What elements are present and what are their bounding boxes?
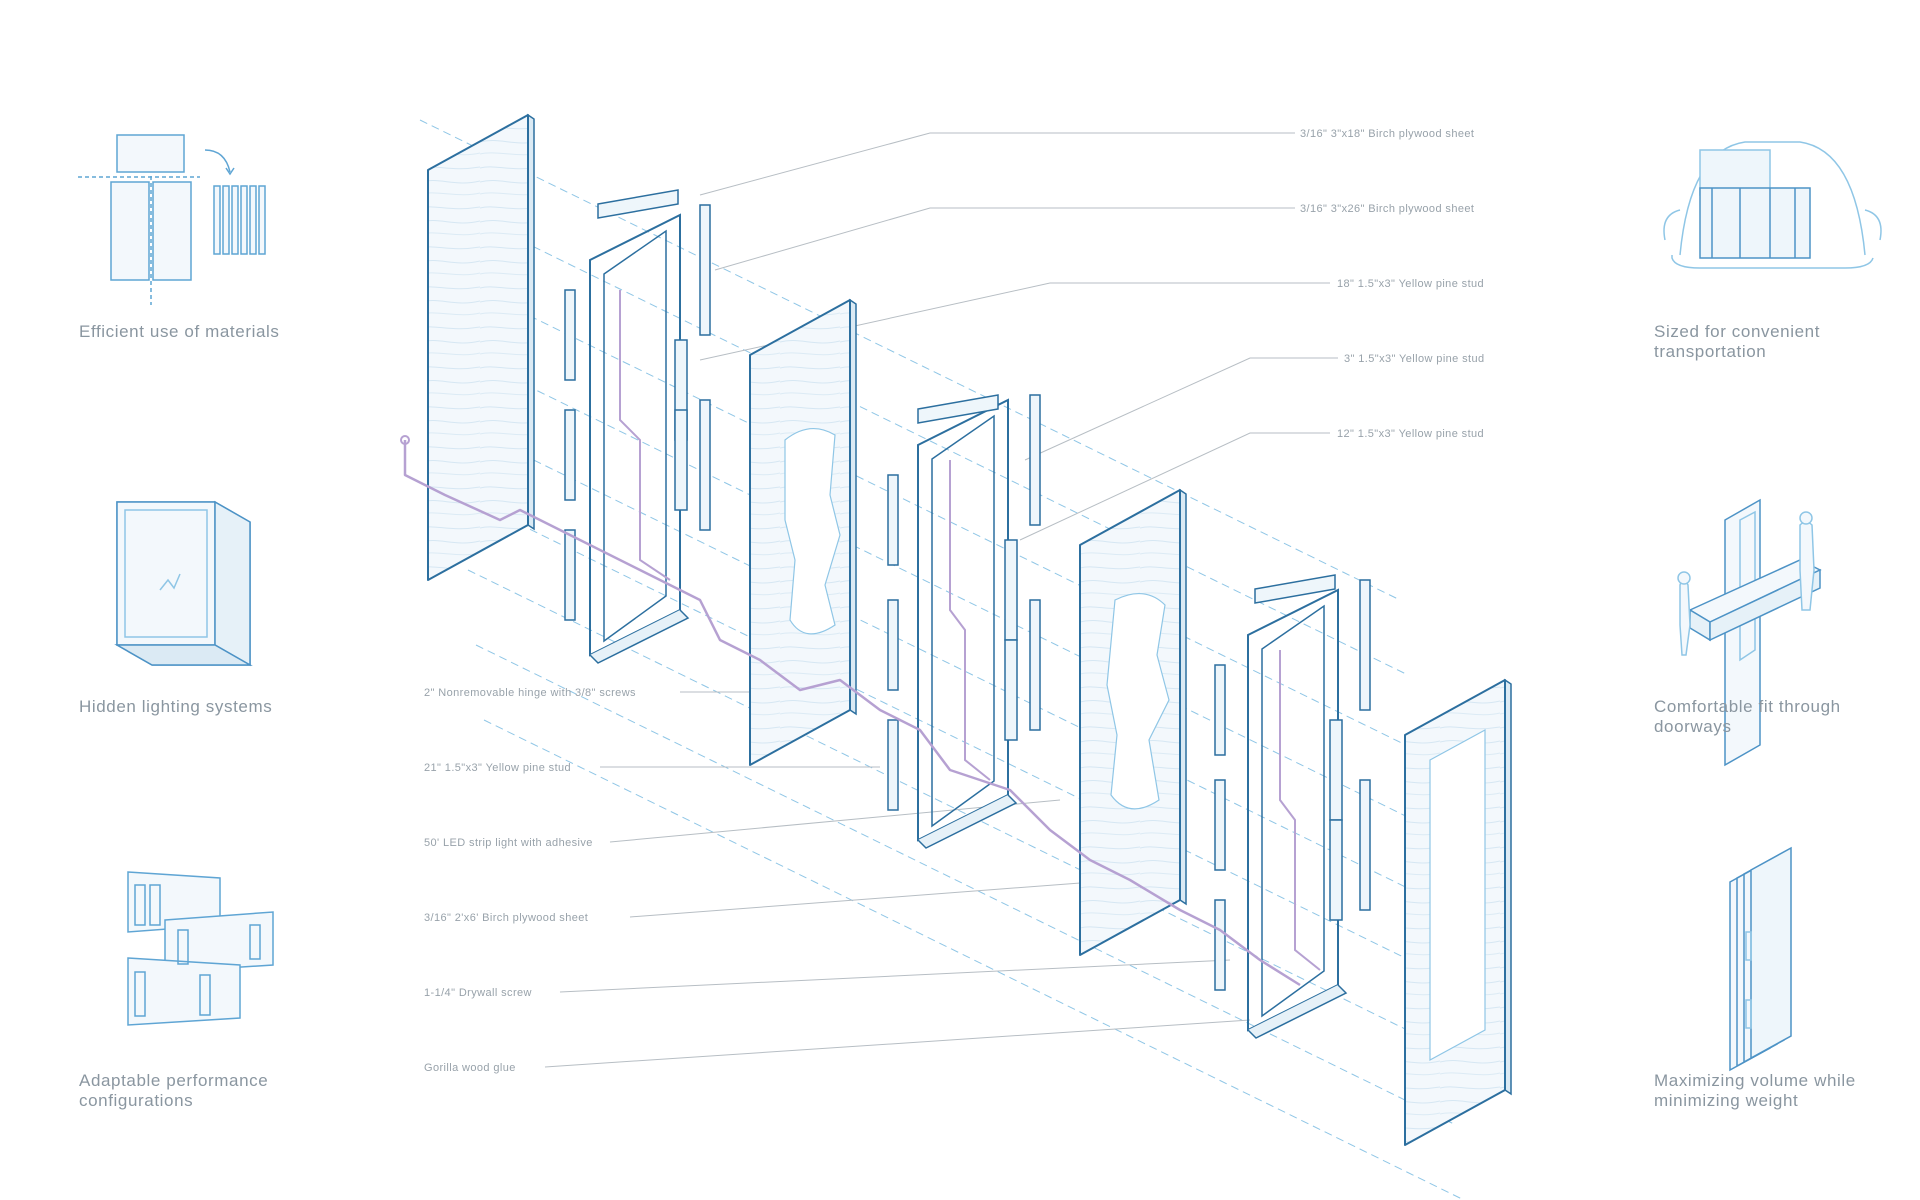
led-loop-2 xyxy=(949,460,991,781)
panel-face xyxy=(427,114,529,581)
callouts-right: 3/16" 3"x18" Birch plywood sheet 3/16" 3… xyxy=(1300,128,1485,440)
frame-inner xyxy=(603,229,667,643)
pine-stud xyxy=(564,409,576,501)
pine-stud xyxy=(699,204,711,336)
callout-hinge: 2" Nonremovable hinge with 3/8" screws xyxy=(424,687,636,699)
back-plywood-panel xyxy=(427,113,535,581)
feature-label-line: Adaptable performance xyxy=(79,1071,269,1090)
leader-line xyxy=(559,959,1231,993)
pine-stud xyxy=(1029,599,1041,731)
feature-doorways: Comfortable fit through doorways xyxy=(1654,697,1841,737)
callout-birch-3x26: 3/16" 3"x26" Birch plywood sheet xyxy=(1300,203,1474,215)
cutout-shape-1 xyxy=(784,428,841,635)
pine-stud xyxy=(564,529,576,621)
pine-stud xyxy=(674,409,688,511)
feature-label-line: Maximizing volume while xyxy=(1654,1071,1856,1090)
plywood-strip xyxy=(597,189,679,219)
pine-stud xyxy=(887,474,899,566)
feature-label-line: Comfortable fit through xyxy=(1654,697,1841,716)
pine-stud xyxy=(1214,899,1226,991)
pine-stud xyxy=(1004,539,1018,641)
feature-label-line: minimizing weight xyxy=(1654,1091,1799,1110)
car-trunk-icon xyxy=(1663,141,1882,269)
led-wire-path xyxy=(403,440,1301,987)
callout-drywall-screw: 1-1/4" Drywall screw xyxy=(424,987,532,999)
feature-label-line: Sized for convenient xyxy=(1654,322,1821,341)
pine-stud xyxy=(1359,579,1371,711)
hidden-lighting-icon xyxy=(114,500,253,667)
front-window-cutout xyxy=(1429,728,1486,1062)
pine-stud xyxy=(887,599,899,691)
alignment-guide xyxy=(435,269,1417,751)
callout-birch-2x6: 3/16" 2'x6' Birch plywood sheet xyxy=(424,912,588,924)
led-loop-3 xyxy=(1279,650,1321,971)
feature-label-line: configurations xyxy=(79,1091,194,1110)
pine-stud xyxy=(887,719,899,811)
leader-line xyxy=(629,879,1121,918)
frame-base xyxy=(917,794,1018,849)
pine-stud xyxy=(1214,779,1226,871)
leader-line xyxy=(544,1019,1251,1068)
doorway-fit-icon xyxy=(1677,498,1822,767)
stud-frame-3 xyxy=(1247,588,1348,1039)
leader-line xyxy=(699,132,1295,196)
pine-stud xyxy=(1214,664,1226,756)
panel-assembly xyxy=(427,113,1512,1146)
feature-efficient-materials: Efficient use of materials xyxy=(79,322,279,342)
leader-line xyxy=(714,207,1295,271)
cutout-shape-2 xyxy=(1106,593,1170,810)
callout-birch-3x18: 3/16" 3"x18" Birch plywood sheet xyxy=(1300,128,1474,140)
pine-stud xyxy=(1029,394,1041,526)
material-cutting-icon xyxy=(78,134,266,305)
power-plug-icon xyxy=(400,435,410,445)
callout-led-strip: 50' LED strip light with adhesive xyxy=(424,837,593,849)
frame-inner xyxy=(931,414,995,828)
plywood-strip xyxy=(917,394,999,424)
pine-stud xyxy=(1359,779,1371,911)
feature-label-line: Efficient use of materials xyxy=(79,322,280,341)
feature-label-line: doorways xyxy=(1654,717,1732,736)
pine-stud xyxy=(1329,719,1343,821)
frame-base xyxy=(1247,984,1348,1039)
leader-line xyxy=(1024,357,1338,461)
frame-base xyxy=(589,609,690,664)
leader-line xyxy=(1019,432,1330,541)
stud-frame-2 xyxy=(917,398,1018,849)
pine-stud xyxy=(1004,639,1018,741)
stud-frame-1 xyxy=(589,213,690,664)
plywood-strip xyxy=(1254,574,1336,604)
feature-label-line: transportation xyxy=(1654,342,1767,361)
callout-stud-21: 21" 1.5"x3" Yellow pine stud xyxy=(424,762,571,774)
callout-stud-3: 3" 1.5"x3" Yellow pine stud xyxy=(1344,353,1485,365)
callouts-left: 2" Nonremovable hinge with 3/8" screws 2… xyxy=(424,687,636,1074)
feature-label-line: Hidden lighting systems xyxy=(79,697,273,716)
callout-wood-glue: Gorilla wood glue xyxy=(424,1062,516,1074)
feature-hidden-lighting: Hidden lighting systems xyxy=(79,697,272,717)
pine-stud xyxy=(564,289,576,381)
callout-stud-12: 12" 1.5"x3" Yellow pine stud xyxy=(1337,428,1484,440)
callout-stud-18: 18" 1.5"x3" Yellow pine stud xyxy=(1337,278,1484,290)
performance-configurations-icon xyxy=(127,871,274,1026)
pine-stud xyxy=(1329,819,1343,921)
feature-volume-weight: Maximizing volume while minimizing weigh… xyxy=(1654,1071,1856,1111)
feature-transportation: Sized for convenient transportation xyxy=(1654,322,1820,362)
dashed-alignment-guides xyxy=(419,119,1465,1200)
alignment-guide xyxy=(483,719,1465,1200)
frame-inner xyxy=(1261,604,1325,1018)
led-loop-1 xyxy=(619,290,671,581)
led-strip-wire xyxy=(400,290,1321,987)
feature-performance-configurations: Adaptable performance configurations xyxy=(79,1071,268,1111)
pine-stud xyxy=(699,399,711,531)
stacked-panels-icon xyxy=(1729,846,1792,1072)
